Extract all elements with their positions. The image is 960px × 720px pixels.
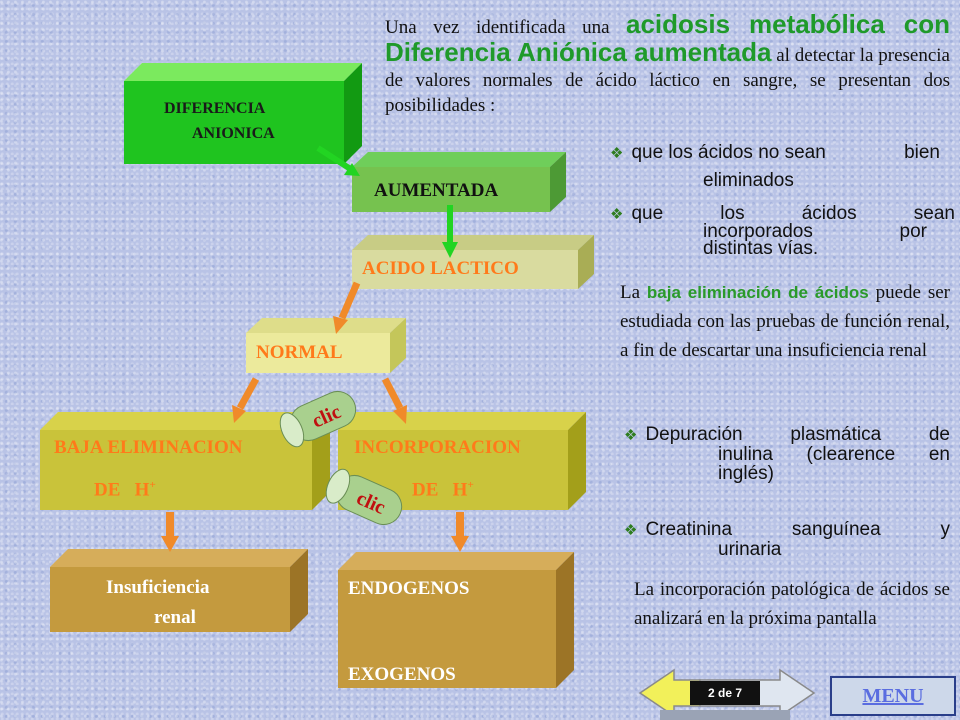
- arrow-normal-to-incorporacion: [381, 377, 407, 424]
- aumentada-box: [352, 152, 566, 212]
- diamond-bullet-icon: ❖: [610, 206, 624, 223]
- possibility-2-word-3: ácidos: [801, 203, 857, 224]
- possibility-2-word-4: sean: [913, 203, 955, 224]
- diamond-bullet-icon: ❖: [624, 522, 638, 539]
- insuficiencia-line-1: Insuficiencia: [106, 577, 210, 598]
- arrow-normal-to-baja: [232, 377, 260, 423]
- arrow-incorporacion-to-endogenos: [451, 512, 469, 552]
- test-2-word-2: sanguínea: [791, 519, 881, 540]
- incorporacion-h-plus: +: [467, 479, 474, 491]
- test-1-word-6: en: [928, 444, 950, 465]
- endogenos-exogenos-box: [338, 552, 574, 688]
- intro-pre: Una vez identificada una: [385, 17, 626, 38]
- possibility-2: ❖ que los ácidos sean incorporados por di…: [610, 203, 955, 259]
- test-2-word-4: urinaria: [718, 539, 782, 560]
- normal-label: NORMAL: [256, 342, 343, 363]
- diferencia-line-1: DIFERENCIA: [164, 100, 266, 117]
- aumentada-label: AUMENTADA: [374, 180, 499, 201]
- test-1-word-7: inglés): [718, 463, 774, 484]
- test-1-word-3: de: [928, 424, 950, 445]
- possibility-2-word-1: que: [631, 203, 664, 224]
- baja-eliminacion-box: [40, 412, 330, 510]
- test-1-word-2: plasmática: [790, 424, 882, 445]
- arrow-baja-to-insuficiencia: [161, 512, 179, 552]
- possibility-1-text-c: eliminados: [703, 170, 794, 191]
- baja-de-text: DE: [94, 479, 121, 501]
- endogenos-label: ENDOGENOS: [348, 578, 470, 599]
- possibility-2-word-7: distintas vías.: [703, 238, 819, 259]
- possibility-1-text-b: bien: [904, 142, 940, 163]
- test-1-word-4: inulina: [718, 444, 773, 465]
- possibility-2-word-6: por: [899, 221, 927, 242]
- clic-button-2[interactable]: clic: [321, 466, 407, 531]
- clic-button-1[interactable]: clic: [275, 386, 361, 451]
- page-indicator: 2 de 7: [690, 681, 760, 705]
- diferencia-anionica-box: [124, 63, 362, 164]
- incorporacion-h-text: H: [452, 479, 468, 501]
- test-2-word-1: Creatinina: [645, 519, 733, 540]
- arrow-diferencia-to-aumentada: [316, 145, 360, 176]
- baja-paragraph: La baja eliminación de ácidos puede ser …: [620, 278, 950, 365]
- baja-h-plus: +: [149, 479, 156, 491]
- menu-button[interactable]: MENU: [830, 676, 956, 716]
- test-1: ❖ Depuración plasmática de inulina (clear…: [624, 425, 950, 483]
- intro-paragraph: Una vez identificada una acidosis metabó…: [385, 9, 950, 118]
- baja-pre: La: [620, 282, 647, 303]
- acido-lactico-label: ACIDO LACTICO: [362, 258, 519, 279]
- diferencia-line-2: ANIONICA: [192, 125, 275, 142]
- possibility-2-word-2: los: [720, 203, 745, 224]
- baja-post: puede ser estudiada con las pruebas de f…: [620, 282, 950, 361]
- intro-post: al detectar la presencia de valores norm…: [385, 45, 950, 116]
- baja-de-h-label: DE H+: [94, 479, 156, 501]
- possibility-2-word-5: incorporados: [703, 221, 813, 242]
- baja-highlight: baja eliminación de ácidos: [646, 283, 869, 302]
- acido-lactico-box: [352, 235, 594, 289]
- baja-eliminacion-label: BAJA ELIMINACION: [54, 437, 243, 458]
- incorporacion-de-h-label: DE H+: [412, 479, 474, 501]
- diamond-bullet-icon: ❖: [610, 145, 624, 162]
- exogenos-label: EXOGENOS: [348, 664, 456, 685]
- insuficiencia-renal-box: [50, 549, 308, 632]
- normal-box: [246, 318, 406, 373]
- incorporacion-paragraph: La incorporación patológica de ácidos se…: [634, 579, 950, 629]
- diferencia-label: DIFERENCIA ANIONICA: [150, 96, 320, 146]
- incorporacion-de-text: DE: [412, 479, 439, 501]
- possibility-1-text-a: que los ácidos no sean: [631, 142, 826, 163]
- test-2-word-3: y: [940, 519, 951, 540]
- insuficiencia-line-2: renal: [154, 607, 196, 628]
- arrow-aumentada-to-acido: [442, 205, 458, 258]
- menu-button-label: MENU: [862, 684, 924, 707]
- insuficiencia-label: Insuficiencia renal: [100, 573, 209, 633]
- test-1-word-5: (clearence: [806, 444, 896, 465]
- baja-h-text: H: [134, 479, 150, 501]
- possibility-1: ❖ que los ácidos no sean bien eliminados: [610, 142, 940, 192]
- intro-highlight: acidosis metabólica con Diferencia Anión…: [385, 9, 950, 67]
- test-2: ❖ Creatinina sanguínea y urinaria: [624, 520, 950, 559]
- test-1-word-1: Depuración: [645, 424, 743, 445]
- arrow-acido-to-normal: [333, 281, 361, 334]
- diamond-bullet-icon: ❖: [624, 427, 638, 444]
- incorporacion-label: INCORPORACION: [354, 437, 521, 458]
